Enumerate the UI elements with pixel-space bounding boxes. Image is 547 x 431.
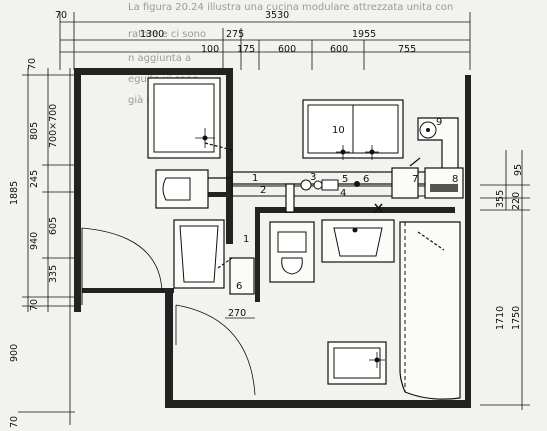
label-8: 8 <box>452 174 458 185</box>
dimension-600-b: 600 <box>330 44 348 55</box>
label-2: 2 <box>260 185 266 196</box>
service-pipe-row <box>231 167 464 213</box>
dimension-270: 270 <box>228 308 246 319</box>
dimension-805: 805 <box>29 122 40 140</box>
dimension-1300: 1300 <box>140 29 164 40</box>
small-washbasin <box>155 169 233 209</box>
dimension-95: 95 <box>513 164 524 176</box>
dimension-940: 940 <box>29 232 40 250</box>
right-dimension-lines <box>480 150 530 410</box>
left-dimension-lines <box>18 68 75 425</box>
dimension-100: 100 <box>201 44 219 55</box>
dimension-3530: 3530 <box>265 10 289 21</box>
label-1-lower: 1 <box>243 234 249 245</box>
entry-door <box>81 227 256 396</box>
lower-left-basin <box>173 219 255 295</box>
label-6-lower: 6 <box>236 281 242 292</box>
dimension-600-a: 600 <box>278 44 296 55</box>
dimension-70-middle: 70 <box>29 299 40 311</box>
label-5: 5 <box>342 174 348 185</box>
dimension-1750: 1750 <box>511 306 522 330</box>
appliance-9 <box>409 117 459 173</box>
shower-tray <box>327 341 387 385</box>
walls <box>74 68 471 408</box>
dimension-70-bottom: 70 <box>9 416 20 428</box>
double-cabinet-10 <box>302 99 404 160</box>
central-sink <box>321 219 395 263</box>
background-text-line-1: La figura 20.24 illustra una cucina modu… <box>128 2 454 13</box>
dimension-70-top: 70 <box>55 10 67 21</box>
dimension-70-left: 70 <box>27 58 38 70</box>
label-1-pipe: 1 <box>252 173 258 184</box>
background-text-line-2: ratore e ci sono <box>128 29 207 40</box>
dimension-755: 755 <box>398 44 416 55</box>
label-7: 7 <box>412 174 418 185</box>
dimension-1955: 1955 <box>352 29 376 40</box>
dimension-605: 605 <box>48 217 59 235</box>
dimension-1885: 1885 <box>9 181 20 205</box>
dimension-335: 335 <box>48 265 59 283</box>
label-4: 4 <box>340 188 346 199</box>
label-9: 9 <box>436 117 442 128</box>
dimension-175: 175 <box>237 44 255 55</box>
dimension-900: 900 <box>9 344 20 362</box>
label-10: 10 <box>332 125 345 136</box>
label-6-top: 6 <box>363 174 369 185</box>
dimension-355: 355 <box>495 190 506 208</box>
background-text-line-3: n aggiunta a <box>128 53 192 64</box>
upper-left-cabinet <box>147 77 233 159</box>
label-3: 3 <box>310 172 316 183</box>
dimension-245: 245 <box>29 170 40 188</box>
top-dimension-lines <box>59 12 471 70</box>
dimension-1710: 1710 <box>495 306 506 330</box>
background-text-line-5: già re <box>128 95 157 106</box>
dimension-700x700: 700×700 <box>48 104 59 148</box>
toilet <box>269 221 315 283</box>
bathtub <box>399 221 461 400</box>
dimension-220: 220 <box>511 192 522 210</box>
dimension-275: 275 <box>226 29 244 40</box>
